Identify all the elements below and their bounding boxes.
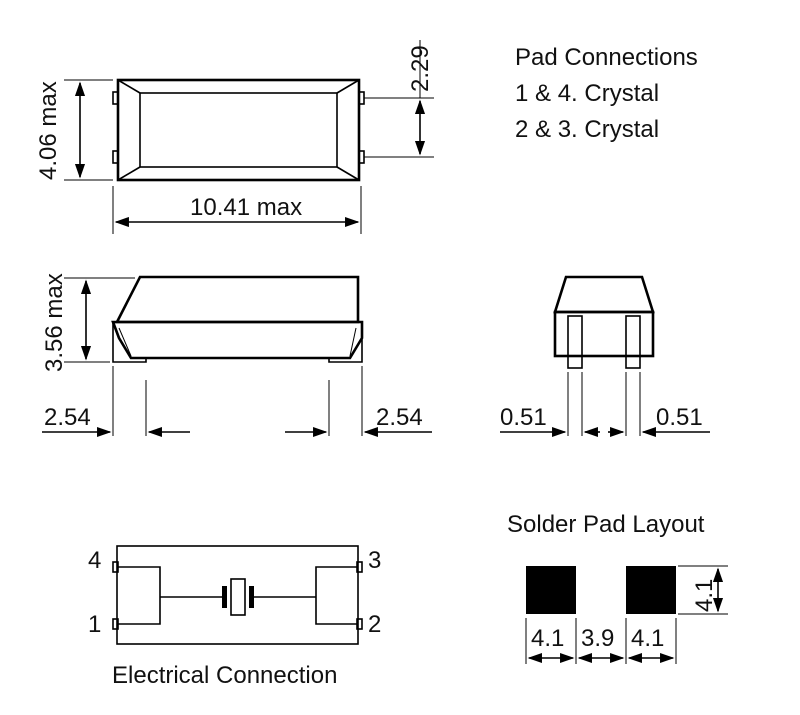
- solder-pad-right: [626, 566, 676, 614]
- pin-1-label: 1: [88, 611, 101, 638]
- crystal-symbol: [230, 578, 246, 616]
- side-left-pad-label: 2.54: [44, 404, 91, 431]
- top-view-pad-3: [358, 91, 365, 105]
- pad-pitch-label: 2.29: [407, 45, 434, 92]
- top-view-pad-4: [112, 91, 119, 105]
- side-view-base: [111, 320, 364, 360]
- top-view-pad-2: [358, 150, 365, 164]
- side-view-lead-right: [328, 322, 363, 363]
- crystal-plate-left: [222, 586, 227, 608]
- pin-2-label: 2: [368, 611, 381, 638]
- solder-pad-layout: Solder Pad Layout 4.1 4.1 3.9 4.1: [507, 511, 728, 664]
- side-view-cap: [114, 275, 360, 324]
- side-view-lead-left: [112, 322, 147, 363]
- end-view-body: [553, 310, 655, 358]
- pad-connections-line-1: 1 & 4. Crystal: [515, 80, 659, 107]
- top-view-height-label: 4.06 max: [35, 81, 62, 180]
- pad-connections-title: Pad Connections: [515, 44, 698, 71]
- top-view-width-label: 10.41 max: [190, 194, 302, 221]
- crystal-plate-right: [249, 586, 254, 608]
- pin-3-label: 3: [368, 547, 381, 574]
- top-view-pad-1: [112, 150, 119, 164]
- solder-pad-left: [526, 566, 576, 614]
- solder-pad-height-label: 4.1: [691, 579, 718, 612]
- end-right-label: 0.51: [656, 404, 703, 431]
- solder-pad-gap-label: 3.9: [581, 625, 614, 652]
- side-view-height-label: 3.56 max: [41, 273, 68, 372]
- solder-pad-title: Solder Pad Layout: [507, 511, 705, 538]
- end-left-label: 0.51: [500, 404, 547, 431]
- electrical-connection: 4 1 3 2 Electrical Connection: [88, 545, 381, 689]
- solder-pad-width-left-label: 4.1: [531, 625, 564, 652]
- pin-4-label: 4: [88, 547, 101, 574]
- electrical-title: Electrical Connection: [112, 662, 337, 689]
- side-right-pad-label: 2.54: [376, 404, 423, 431]
- end-view-lead-left: [567, 315, 583, 369]
- end-view: 0.51 0.51: [500, 275, 710, 438]
- solder-pad-width-right-label: 4.1: [631, 625, 664, 652]
- end-view-cap: [553, 275, 655, 314]
- end-view-lead-right: [625, 315, 641, 369]
- pad-connections-block: Pad Connections 1 & 4. Crystal 2 & 3. Cr…: [515, 44, 698, 143]
- electrical-body: [116, 545, 359, 645]
- top-view: 4.06 max 10.41 max 2.29: [35, 40, 434, 234]
- top-view-body: [116, 78, 361, 182]
- side-view: 3.56 max 2.54 2.54: [41, 273, 432, 438]
- pad-connections-line-2: 2 & 3. Crystal: [515, 116, 659, 143]
- top-view-lid: [139, 92, 338, 168]
